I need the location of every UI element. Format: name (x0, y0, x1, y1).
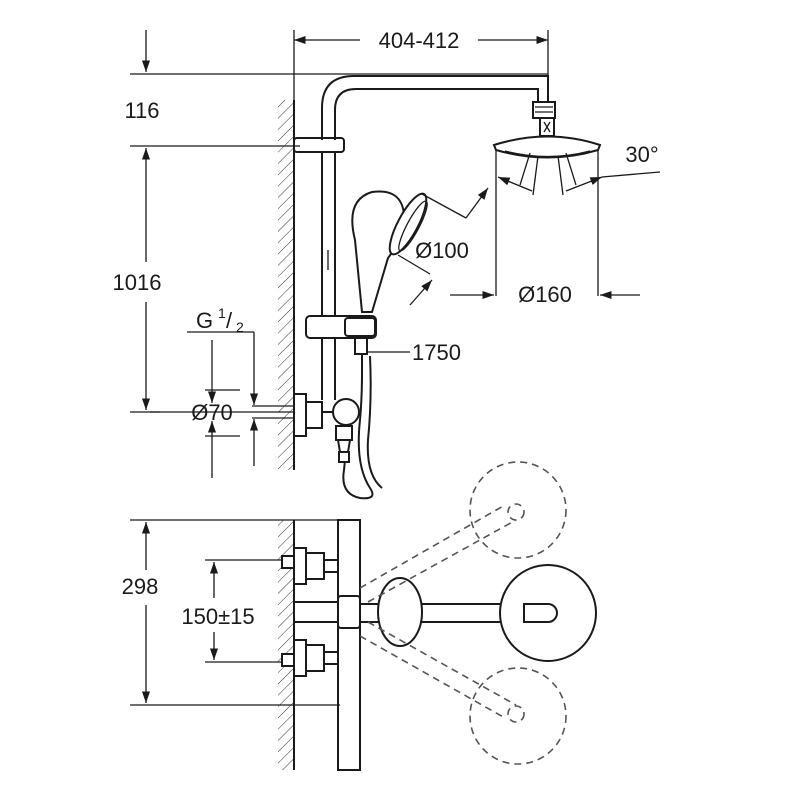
thread-slash: / (226, 308, 233, 333)
thread-numerator: 1 (218, 305, 226, 321)
width-span-label: 404-412 (379, 28, 460, 53)
elevation-view (130, 30, 661, 500)
handshower-diameter-label: Ø100 (415, 238, 469, 263)
width-dimension (293, 30, 549, 100)
height-label: 1016 (113, 270, 162, 295)
top-offset-label: 116 (124, 98, 159, 123)
wall-bracket-top (293, 137, 345, 153)
plan-depth-label: 298 (122, 574, 159, 599)
hand-shower (351, 187, 489, 313)
riser-rail (293, 137, 345, 400)
plan-upper-connection (281, 547, 339, 585)
height-dimensions (130, 30, 548, 413)
flange-diameter-label: Ø70 (191, 400, 233, 425)
slide-holder (305, 315, 377, 355)
center-distance-label: 150±15 (181, 604, 254, 629)
connection-thread-label: G 1 / 2 (196, 305, 244, 335)
hose-length-label: 1750 (412, 340, 461, 365)
diverter-valve (293, 393, 360, 463)
spray-angle-marks (497, 171, 661, 192)
head-shower (492, 101, 602, 296)
shower-arm (321, 75, 549, 140)
headshower-diameter-label: Ø160 (518, 282, 572, 307)
thread-letter: G (196, 308, 213, 333)
plan-swivel-positions (359, 461, 567, 765)
angle-label: 30° (625, 142, 658, 167)
plan-lower-connection (281, 639, 339, 677)
connection-dims (150, 331, 294, 478)
plan-dimensions (130, 519, 340, 706)
plan-arm-and-head (293, 564, 597, 662)
thread-denominator: 2 (236, 319, 244, 335)
wall-section (278, 100, 295, 470)
shower-hose (342, 354, 383, 500)
dimension-labels: 404-412 116 1016 30° Ø100 Ø160 1750 G 1 … (113, 28, 659, 629)
plan-view (130, 461, 597, 771)
